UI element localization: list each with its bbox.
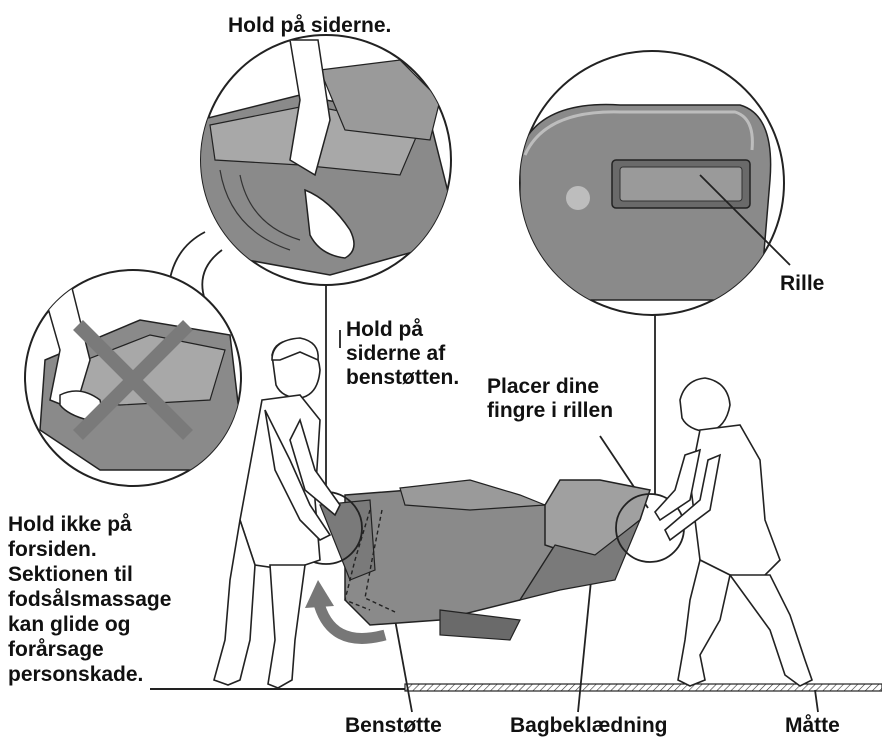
label-place-fingers: Placer dine fingre i rillen — [487, 375, 613, 423]
person-right — [655, 378, 812, 686]
label-warning-line-4: fodsålsmassage — [8, 587, 171, 612]
massage-chair — [320, 480, 650, 640]
label-warning-line-3: Sektionen til — [8, 562, 171, 587]
label-hold-leg-sides-line-3: benstøtten. — [346, 366, 459, 390]
label-warning: Hold ikke på forsiden. Sektionen til fod… — [8, 512, 171, 687]
zoom-wrong-grip — [25, 270, 241, 486]
label-warning-line-5: kan glide og — [8, 612, 171, 637]
label-mat: Måtte — [785, 714, 840, 738]
label-hold-sides: Hold på siderne. — [228, 14, 391, 38]
label-hold-leg-sides-line-1: Hold på — [346, 318, 459, 342]
zoom-groove — [520, 51, 784, 315]
label-place-fingers-line-2: fingre i rillen — [487, 399, 613, 423]
label-warning-line-1: Hold ikke på — [8, 512, 171, 537]
label-back-cover: Bagbeklædning — [510, 714, 668, 738]
label-hold-leg-sides-line-2: siderne af — [346, 342, 459, 366]
label-warning-line-2: forsiden. — [8, 537, 171, 562]
zoom-hold-sides — [200, 35, 451, 285]
label-warning-line-7: personskade. — [8, 662, 171, 687]
label-groove: Rille — [780, 272, 824, 296]
mat — [405, 684, 882, 691]
label-place-fingers-line-1: Placer dine — [487, 375, 613, 399]
label-leg-rest: Benstøtte — [345, 714, 442, 738]
floor — [150, 684, 882, 691]
label-hold-leg-sides: Hold på siderne af benstøtten. — [346, 318, 459, 390]
label-warning-line-6: forårsage — [8, 637, 171, 662]
